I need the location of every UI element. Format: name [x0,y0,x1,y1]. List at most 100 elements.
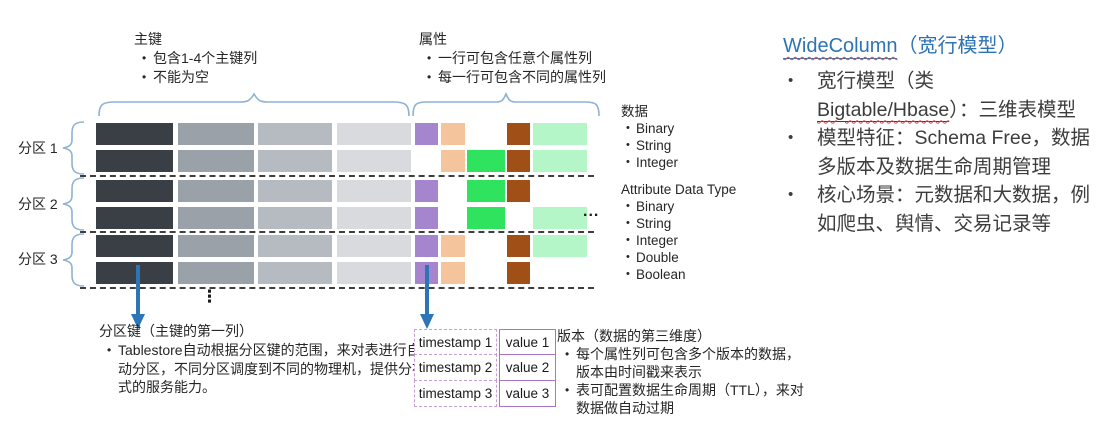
grid-cell-attr-green [467,150,505,172]
value-cell: value 2 [499,354,556,382]
bullet-icon: • [788,186,794,203]
grid-cell-pk-2 [178,123,254,145]
partition-divider [80,175,594,177]
widecolumn-panel: WideColumn（宽行模型） • 宽行模型（类Bigtable/Hbase）… [783,33,1092,238]
data-type-item: •Integer [621,154,678,171]
version-arrow-icon [420,265,434,329]
grid-cell-pk-1 [96,235,173,257]
bullet-icon: • [788,72,794,89]
grid-cell-attr-purple [415,235,438,257]
bullet-icon: • [626,139,630,151]
partition-label-1: 分区 1 [18,140,58,156]
grid-cell-attr-peach [441,150,465,172]
data-types-note-title: 数据 [621,104,648,119]
primary-key-note: 主键 •包含1-4个主键列 •不能为空 [134,30,257,87]
bullet-icon: • [142,70,147,84]
grid-cell-pk-3 [258,180,332,202]
grid-cell-pk-3 [258,207,332,229]
primary-key-overbrace-icon [98,92,410,117]
timestamp-cell: timestamp 3 [414,379,497,407]
bullet-icon: • [626,268,630,280]
bullet-icon: • [626,200,630,212]
grid-cell-attr-purple [415,207,438,229]
grid-cell-attr-peach [441,235,465,257]
widecolumn-bullet: • 模型特征：Schema Free，数据多版本及数据生命周期管理 [783,124,1092,181]
grid-cell-pk-2 [178,180,254,202]
grid-cell-attr-mint [533,150,587,172]
grid-cell-pk-2 [178,150,254,172]
attributes-note-item: •每一行可包含不同的属性列 [419,68,606,87]
partition-key-arrow-icon [131,265,145,329]
bullet-icon: • [788,129,794,146]
data-type-item: •String [621,137,678,154]
partition-divider [80,231,594,233]
bullet-icon: • [427,70,432,84]
value-cell: value 1 [499,329,556,356]
widecolumn-link: WideColumn [783,35,898,59]
grid-cell-pk-1 [96,207,173,229]
attribute-data-type-item: •Integer [621,232,736,249]
grid-cell-attr-brown [507,123,530,145]
value-cell: value 3 [499,379,556,407]
grid-cell-attr-peach [441,262,465,284]
attribute-data-type-title: Attribute Data Type [621,182,737,197]
grid-cell-pk-2 [178,235,254,257]
version-table-row: timestamp 3 value 3 [414,379,556,407]
grid-cell-attr-green [467,207,505,229]
attribute-data-type-item: •String [621,215,736,232]
bullet-icon: • [626,234,630,246]
vertical-ellipsis: ⋮ [201,287,218,306]
bigtable-hbase-link: Bigtable/Hbase [817,98,950,122]
grid-cell-attr-brown [507,180,530,202]
grid-cell-attr-green [467,180,505,202]
grid-cell-attr-purple [415,180,438,202]
data-type-item: •Binary [621,120,678,137]
bullet-icon: • [565,347,570,361]
bullet-icon: • [626,217,630,229]
attribute-data-type-item: •Double [621,249,736,266]
attributes-note-item: •一行可包含任意个属性列 [419,49,606,68]
partition-label-3: 分区 3 [18,251,58,267]
attribute-data-type-item: •Boolean [621,266,736,283]
bullet-icon: • [626,122,630,134]
version-note-item: •每个属性列可包含多个版本的数据，版本由时间戳来表示 [557,345,811,381]
bullet-icon: • [565,383,570,397]
grid-cell-pk-1 [96,180,173,202]
partition-brace-icon [62,177,85,231]
partition-label-2: 分区 2 [18,196,58,212]
grid-cell-pk-4 [337,235,411,257]
version-table: timestamp 1 value 1 timestamp 2 value 2 … [414,329,556,407]
grid-cell-attr-brown [507,235,530,257]
partition-key-note: 分区键（主键的第一列） •Tablestore自动根据分区键的范围，来对表进行自… [99,322,431,397]
grid-cell-pk-4 [337,207,411,229]
bullet-icon: • [626,251,630,263]
grid-cell-pk-3 [258,150,332,172]
grid-cell-pk-2 [178,262,254,284]
timestamp-cell: timestamp 1 [414,329,497,356]
grid-cell-attr-peach [441,123,465,145]
partition-divider [80,287,594,289]
grid-cell-pk-4 [337,123,411,145]
grid-cell-pk-1 [96,262,173,284]
version-table-row: timestamp 1 value 1 [414,329,556,356]
grid-cell-pk-1 [96,150,173,172]
partition-brace-icon [62,233,85,287]
grid-cell-pk-3 [258,123,332,145]
primary-key-note-item: •包含1-4个主键列 [134,49,257,68]
grid-cell-attr-purple [415,123,438,145]
grid-cell-attr-mint [533,207,587,229]
primary-key-note-title: 主键 [134,31,162,47]
attribute-data-type-note: Attribute Data Type •Binary •String •Int… [621,181,736,283]
attributes-overbrace-icon [412,92,600,117]
grid-cell-attr-mint [533,235,587,257]
grid-cell-pk-1 [96,123,173,145]
widecolumn-bullet: • 宽行模型（类Bigtable/Hbase）：三维表模型 [783,67,1092,124]
bullet-icon: • [107,343,112,357]
widecolumn-panel-title: WideColumn（宽行模型） [783,35,1018,59]
widecolumn-bullet: • 核心场景：元数据和大数据，例如爬虫、舆情、交易记录等 [783,181,1092,238]
grid-cell-attr-brown [507,150,530,172]
primary-key-note-item: •不能为空 [134,68,257,87]
version-note-title: 版本（数据的第三维度） [557,328,711,344]
bullet-icon: • [626,156,630,168]
